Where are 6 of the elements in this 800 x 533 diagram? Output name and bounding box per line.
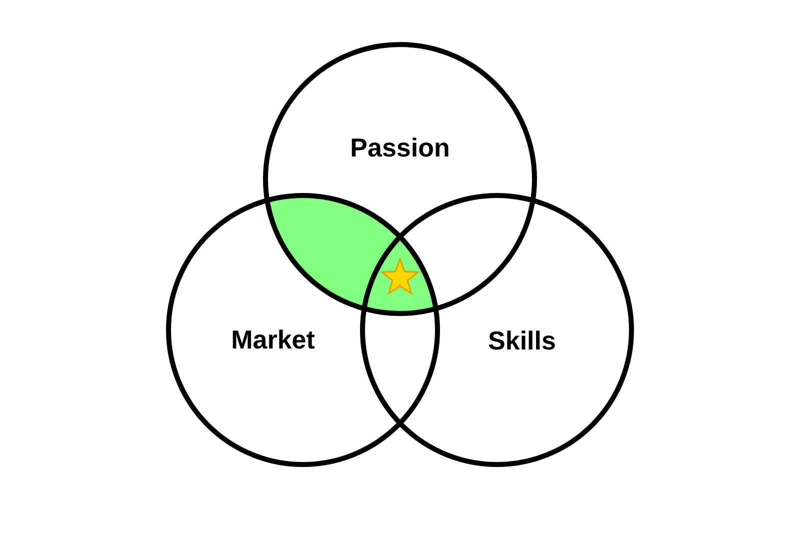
venn-circle <box>360 193 634 467</box>
venn-circle <box>166 193 440 467</box>
circle-label: Skills <box>488 326 556 356</box>
venn-circle <box>263 42 537 316</box>
circle-label: Passion <box>350 132 450 164</box>
circle-label: Market <box>231 324 315 356</box>
